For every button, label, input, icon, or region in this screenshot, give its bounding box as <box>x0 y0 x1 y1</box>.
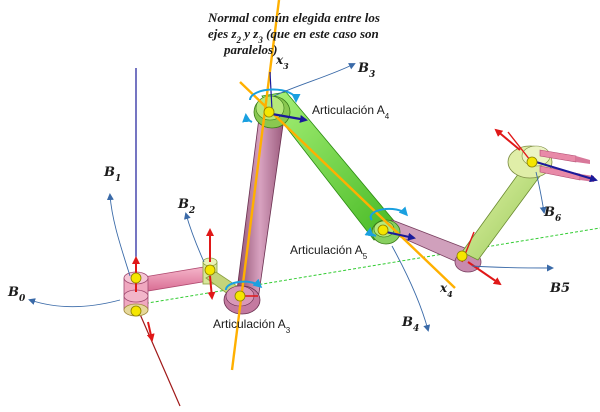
label-x3: x3 <box>275 53 289 71</box>
label-articulacion-a4: Articulación A4 <box>312 103 390 121</box>
caption-line-3: paralelos) <box>223 42 277 57</box>
label-b4: B4 <box>401 315 419 334</box>
frame-labels: B0 B1 B2 B3 B4 B5 B6 x3 x4 <box>7 53 570 334</box>
base-x-axis-extension <box>135 304 181 407</box>
label-b0: B0 <box>7 285 26 304</box>
joint-origin-dots <box>130 106 538 317</box>
label-x4: x4 <box>439 281 453 299</box>
base-joint-cylinder <box>123 271 149 317</box>
ground-reference-line <box>135 227 600 306</box>
rotation-arrows <box>225 88 409 291</box>
label-b5: B5 <box>549 281 570 296</box>
label-articulacion-a3: Articulación A3 <box>213 317 291 335</box>
label-b3: B3 <box>357 61 375 80</box>
frame-pointer-curves <box>28 63 554 332</box>
caption-line-2: ejes z2 y z3 (que en este caso son <box>208 26 379 45</box>
label-b1: B1 <box>103 165 121 184</box>
label-articulacion-a5: Articulación A5 <box>290 243 368 261</box>
link-b5-to-b6 <box>461 165 541 261</box>
link-a3-to-a4 <box>235 109 285 301</box>
joint-labels: Articulación A4 Articulación A5 Articula… <box>213 103 390 335</box>
label-b2: B2 <box>177 197 195 216</box>
caption-line-1: Normal común elegida entre los <box>207 10 380 25</box>
label-b6: B6 <box>543 205 562 224</box>
common-normal-line <box>230 0 456 371</box>
caption: Normal común elegida entre los ejes z2 y… <box>207 10 380 57</box>
